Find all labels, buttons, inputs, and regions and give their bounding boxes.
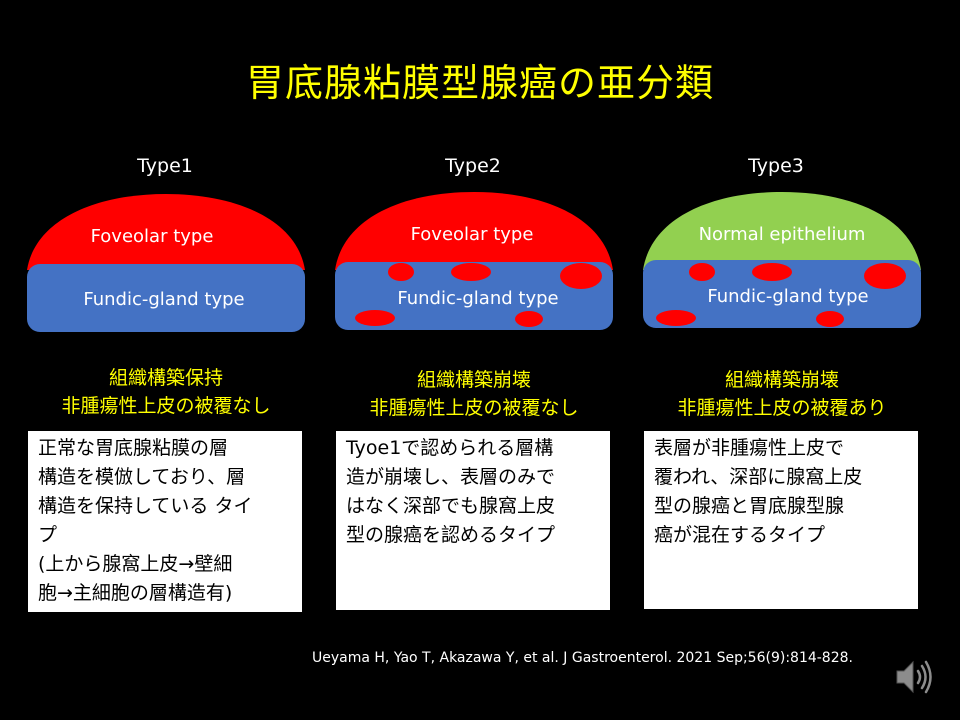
type3-description-line: 癌が混在するタイプ xyxy=(654,524,826,546)
type1-top-layer-label: Foveolar type xyxy=(90,226,214,247)
type3-diagram: Normal epithelium Fundic-gland type xyxy=(641,190,923,335)
type3-description-line: 型の腺癌と胃底腺型腺 xyxy=(654,495,845,517)
type1-diagram: Foveolar type Fundic-gland type xyxy=(25,190,307,335)
type3-subtitle-line: 非腫瘍性上皮の被覆あり xyxy=(677,397,887,419)
type2-foveolar-focus xyxy=(451,263,491,281)
type3-top-layer-label: Normal epithelium xyxy=(698,224,866,245)
type3-normal-epithelium-layer xyxy=(643,192,921,270)
type3-foveolar-focus xyxy=(689,263,715,281)
type2-description-line: 造が崩壊し、表層のみで xyxy=(346,466,556,488)
type3-foveolar-focus xyxy=(816,311,844,327)
type3-bottom-layer-label: Fundic-gland type xyxy=(707,286,869,307)
type3-subtitle-line: 組織構築崩壊 xyxy=(724,369,839,391)
type2-description-line: 型の腺癌を認めるタイプ xyxy=(346,524,556,546)
type2-diagram: Foveolar type Fundic-gland type xyxy=(333,190,615,335)
type1-description-line: 構造を模倣しており、層 xyxy=(38,466,246,488)
type1-description-line: 胞→主細胞の層構造有) xyxy=(38,582,233,604)
type3-description-line: 覆われ、深部に腺窩上皮 xyxy=(654,466,863,488)
type2-foveolar-layer xyxy=(335,192,613,270)
type2-foveolar-focus xyxy=(388,263,414,281)
page-title: 胃底腺粘膜型腺癌の亜分類 xyxy=(245,61,714,105)
type1-subtitle-line: 組織構築保持 xyxy=(108,367,223,389)
type2-subtitle-line: 組織構築崩壊 xyxy=(416,369,531,391)
type3-subtitle: 組織構築崩壊 非腫瘍性上皮の被覆あり xyxy=(632,366,932,422)
type2-subtitle: 組織構築崩壊 非腫瘍性上皮の被覆なし xyxy=(324,366,624,422)
type1-description-line: 正常な胃底腺粘膜の層 xyxy=(38,437,229,459)
type2-description-line: はなく深部でも腺窩上皮 xyxy=(346,495,556,517)
type2-foveolar-focus xyxy=(515,311,543,327)
type1-description-line: (上から腺窩上皮→壁細 xyxy=(38,553,233,575)
type2-label: Type2 xyxy=(445,155,501,177)
type2-foveolar-focus xyxy=(355,310,395,326)
type3-foveolar-focus xyxy=(752,263,792,281)
type2-description-box: Tyoe1で認められる層構 造が崩壊し、表層のみで はなく深部でも腺窩上皮 型の… xyxy=(335,430,611,611)
type2-foveolar-focus xyxy=(560,263,602,289)
type1-bottom-layer-label: Fundic-gland type xyxy=(83,289,245,310)
type2-top-layer-label: Foveolar type xyxy=(410,224,534,245)
type1-subtitle-line: 非腫瘍性上皮の被覆なし xyxy=(61,395,271,417)
type1-label: Type1 xyxy=(137,155,193,177)
type3-label: Type3 xyxy=(748,155,804,177)
type3-foveolar-focus xyxy=(656,310,696,326)
speaker-icon[interactable] xyxy=(893,657,935,697)
type3-description-line: 表層が非腫瘍性上皮で xyxy=(654,437,845,459)
type1-description-box: 正常な胃底腺粘膜の層 構造を模倣しており、層 構造を保持している タイ プ (上… xyxy=(27,430,303,613)
type2-description-line: Tyoe1で認められる層構 xyxy=(346,437,554,459)
citation: Ueyama H, Yao T, Akazawa Y, et al. J Gas… xyxy=(312,650,853,666)
type3-foveolar-focus xyxy=(864,263,906,289)
type1-foveolar-layer xyxy=(27,194,305,270)
type2-subtitle-line: 非腫瘍性上皮の被覆なし xyxy=(369,397,579,419)
type3-description-box: 表層が非腫瘍性上皮で 覆われ、深部に腺窩上皮 型の腺癌と胃底腺型腺 癌が混在する… xyxy=(643,430,919,610)
type1-description-line: プ xyxy=(38,524,58,546)
type1-description-line: 構造を保持している タイ xyxy=(38,495,253,517)
type1-fundic-layer xyxy=(27,264,305,332)
type2-bottom-layer-label: Fundic-gland type xyxy=(397,288,559,309)
type1-subtitle: 組織構築保持 非腫瘍性上皮の被覆なし xyxy=(16,364,316,420)
